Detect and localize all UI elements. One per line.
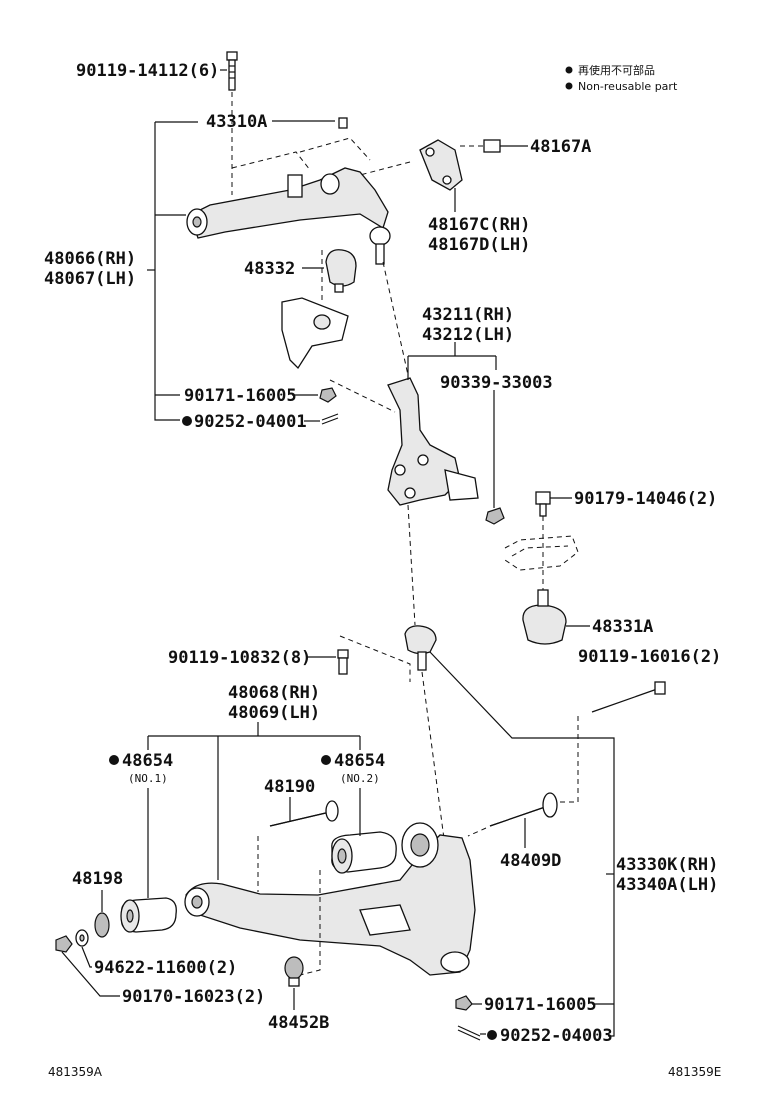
diagram-code-left: 481359A <box>48 1065 103 1079</box>
arm-pivot-icon <box>440 951 470 973</box>
callout-43212: 43212(LH) <box>422 325 514 345</box>
callout-no1: (NO.1) <box>128 772 168 785</box>
non-reusable-dot-icon <box>565 82 573 90</box>
callout-90170-16023: 90170-16023(2) <box>122 987 265 1007</box>
callout-90119-14112: 90119-14112(6) <box>76 61 219 81</box>
callout-90171-16005-lower: 90171-16005 <box>484 995 597 1015</box>
callout-no2: (NO.2) <box>340 772 380 785</box>
bolt-head-icon <box>226 51 238 61</box>
callout-90252-04001: 90252-04001 <box>194 412 307 432</box>
callout-43340A: 43340A(LH) <box>616 875 718 895</box>
arm-pivot-icon <box>320 173 340 195</box>
upper-control-arm-assembly <box>186 51 501 370</box>
callout-94622-11600: 94622-11600(2) <box>94 958 237 978</box>
callout-48409D: 48409D <box>500 851 561 871</box>
callout-48331A: 48331A <box>592 617 653 637</box>
legend: 再使用不可部品 Non-reusable part <box>565 63 678 93</box>
cam-bolt-icon <box>325 800 339 822</box>
callout-48066: 48066(RH) <box>44 249 136 269</box>
lower-ball-joint-icon <box>522 604 567 645</box>
bolt-shank-icon <box>228 59 236 91</box>
callout-48654-no2: 48654 <box>334 751 385 771</box>
callout-43310A: 43310A <box>206 112 267 132</box>
nut-icon <box>55 935 73 953</box>
ball-joint-stud-icon <box>375 243 385 265</box>
bolt-head-icon <box>535 491 551 505</box>
legend-line-english: Non-reusable part <box>578 80 678 93</box>
knuckle-spindle-icon <box>444 469 479 501</box>
callout-48654-no1: 48654 <box>122 751 173 771</box>
castle-nut-icon <box>455 995 473 1011</box>
small-bolt-icon <box>338 117 348 129</box>
callout-48452B: 48452B <box>268 1013 329 1033</box>
long-bolt-icon <box>591 687 661 713</box>
callout-90119-10832: 90119-10832(8) <box>168 648 311 668</box>
camber-adjust-plate-icon <box>419 139 463 191</box>
cam-bolt-icon <box>542 792 558 818</box>
callout-90179-14046: 90179-14046(2) <box>574 489 717 509</box>
callout-90252-04003: 90252-04003 <box>500 1026 613 1046</box>
steering-knuckle-icon <box>387 377 461 506</box>
non-reusable-dot-icon <box>565 66 573 74</box>
non-reusable-dot-icon <box>321 755 331 765</box>
legend-line-japanese: 再使用不可部品 <box>578 63 655 77</box>
callout-labels: 90119-14112(6) 43310A 48167A 48167C(RH) … <box>44 61 721 1046</box>
callout-48167A: 48167A <box>530 137 591 157</box>
callout-48332: 48332 <box>244 259 295 279</box>
non-reusable-dot-icon <box>182 416 192 426</box>
cam-plate-icon <box>284 956 304 980</box>
bump-stopper-icon <box>325 249 357 287</box>
lower-control-arm-icon <box>185 834 476 976</box>
callout-90339-33003: 90339-33003 <box>440 373 553 393</box>
callout-48190: 48190 <box>264 777 315 797</box>
ball-joint-icon <box>369 226 391 246</box>
steering-knuckle-assembly <box>319 261 505 626</box>
callout-43211: 43211(RH) <box>422 305 514 325</box>
cotter-pin-icon <box>321 413 339 421</box>
arm-pivot-icon <box>287 174 303 198</box>
non-reusable-dot-icon <box>487 1030 497 1040</box>
non-reusable-dot-icon <box>109 755 119 765</box>
diagram-code-right: 481359E <box>668 1065 721 1079</box>
bolt-head-icon <box>337 649 349 659</box>
callout-48069: 48069(LH) <box>228 703 320 723</box>
callout-48167C: 48167C(RH) <box>428 215 530 235</box>
leader-lines <box>61 120 615 1037</box>
callout-48068: 48068(RH) <box>228 683 320 703</box>
hub-nut-icon <box>485 507 505 525</box>
lower-ball-joint-assembly <box>337 491 666 961</box>
cam-washer-icon <box>94 912 110 938</box>
callout-48067: 48067(LH) <box>44 269 136 289</box>
lower-control-arm-assembly <box>55 792 558 1041</box>
callout-48167D: 48167D(LH) <box>428 235 530 255</box>
ball-joint-icon <box>404 625 437 655</box>
castle-nut-icon <box>319 387 337 403</box>
stopper-bracket-icon <box>281 297 349 370</box>
callout-48198: 48198 <box>72 869 123 889</box>
callout-90119-16016: 90119-16016(2) <box>578 647 721 667</box>
callout-90171-16005-upper: 90171-16005 <box>184 386 297 406</box>
callout-43330K: 43330K(RH) <box>616 855 718 875</box>
cotter-pin-icon <box>457 1025 481 1037</box>
cam-bolt-icon <box>483 139 501 153</box>
